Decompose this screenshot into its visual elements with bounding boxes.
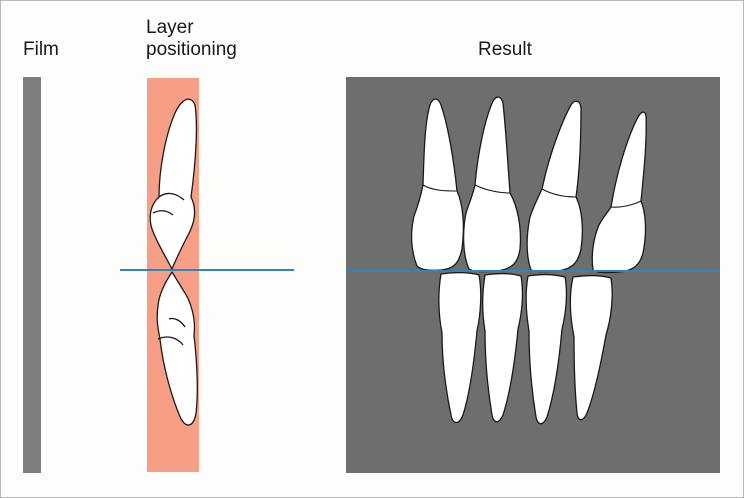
upper-side-tooth bbox=[150, 99, 196, 269]
side-view-teeth bbox=[150, 99, 197, 425]
lower-side-tooth bbox=[157, 272, 197, 425]
